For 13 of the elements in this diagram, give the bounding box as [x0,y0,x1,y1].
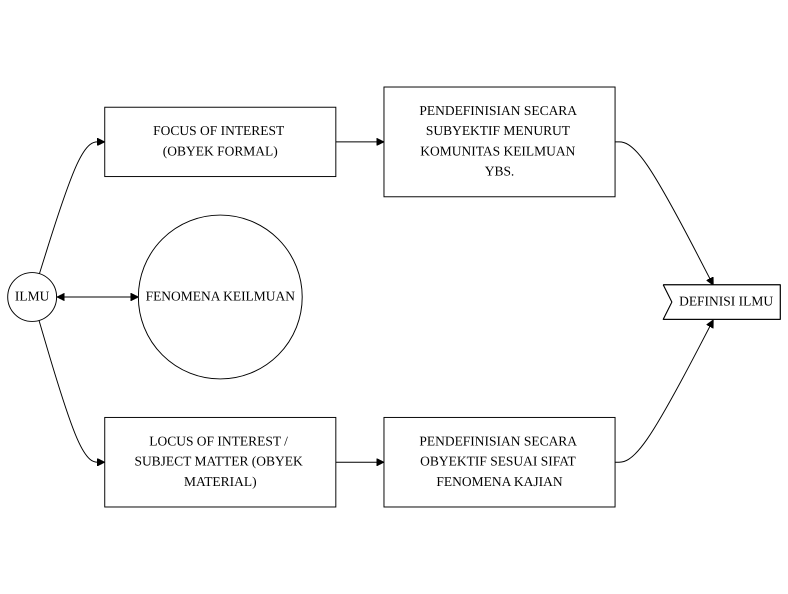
arrow [56,292,139,302]
node-box: PENDEFINISIAN SECARA OBYEKTIF SESUAI SIFAT FENOMENA KAJIAN [384,416,616,508]
arrow [38,320,106,466]
node-box: LOCUS OF INTEREST / SUBJECT MATTER (OBYEK MATERIAL) [104,416,336,508]
node-box: PENDEFINISIAN SECARA SUBYEKTIF MENURUT KOMUNITAS KEILMUAN YBS. [384,86,616,198]
arrow [614,141,714,286]
node-circle: ILMU [7,272,58,322]
node-circle: FENOMENA KEILMUAN [138,214,303,380]
arrow [38,138,106,274]
arrow [614,319,714,463]
arrow [335,138,384,146]
arrow [335,458,384,466]
node-box: FOCUS OF INTEREST (OBYEK FORMAL) [104,106,336,178]
